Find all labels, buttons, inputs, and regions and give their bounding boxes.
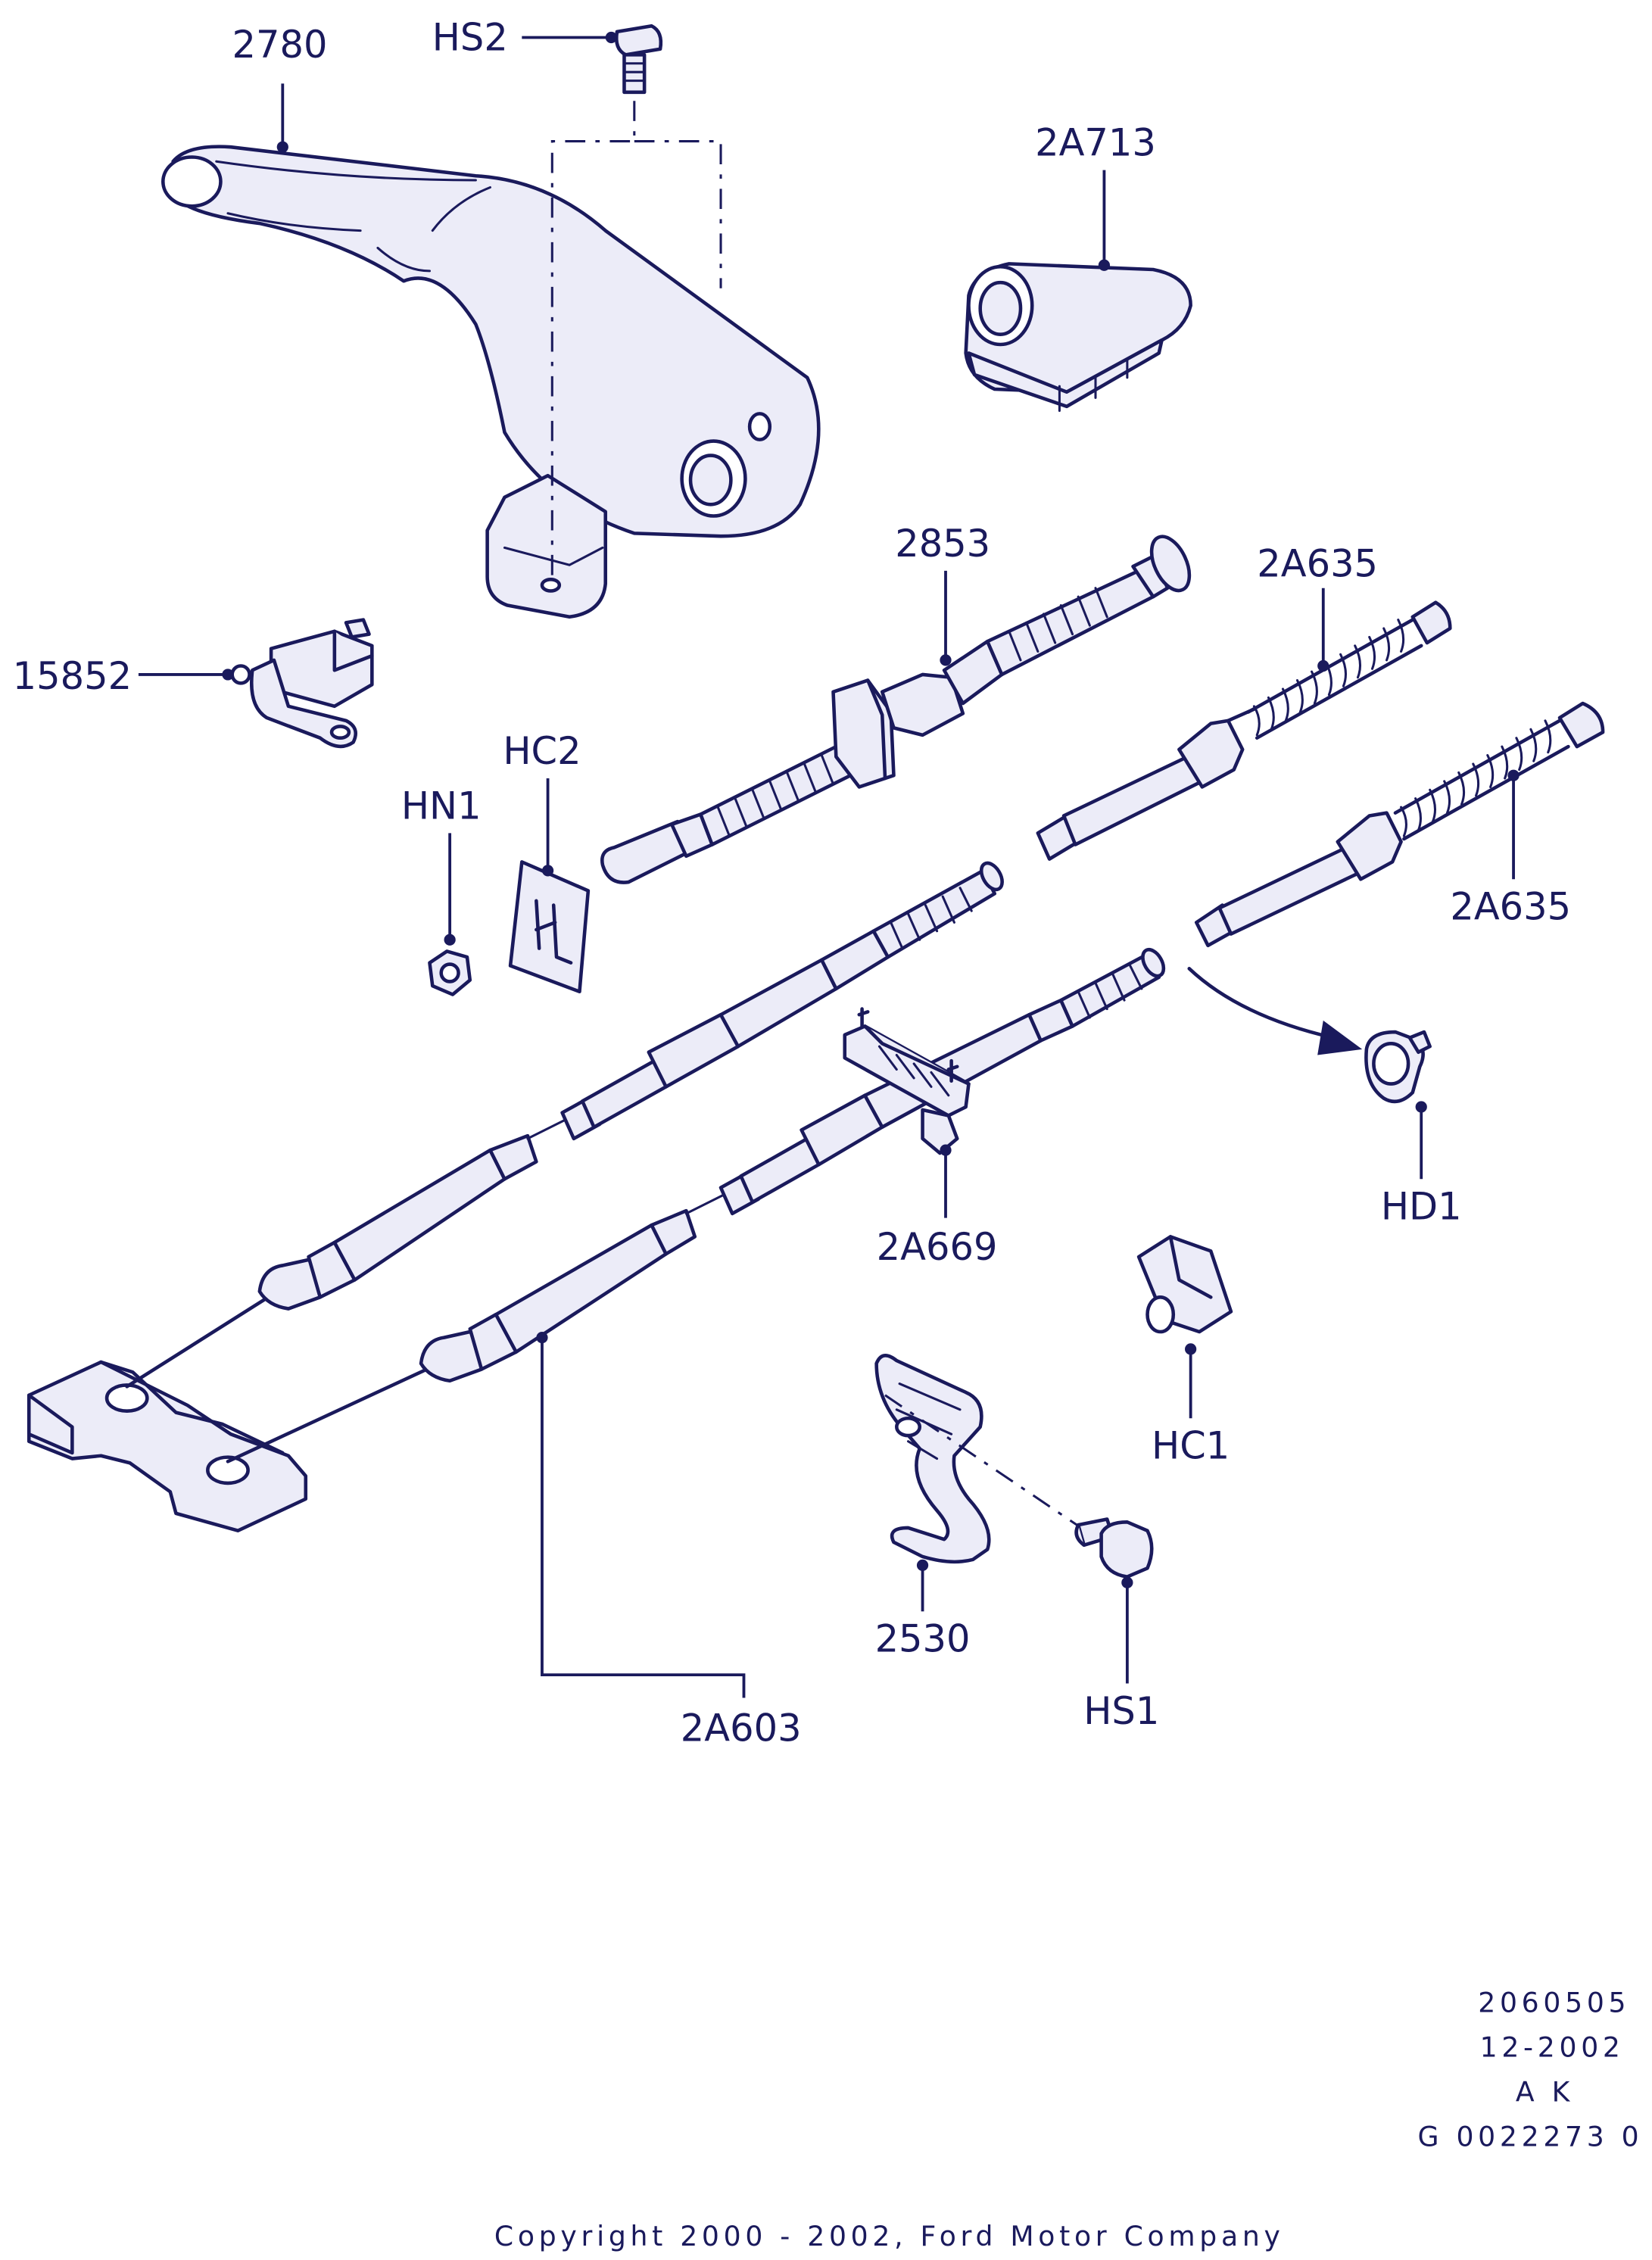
footer: 2060505 12-2002 A K G 0022273 0 Copyrigh… [494,1987,1644,2252]
label-2a669: 2A669 [877,1225,998,1269]
label-15852: 15852 [13,654,132,698]
warning-switch [230,618,374,749]
label-2a635-upper: 2A635 [1257,541,1378,585]
bolt-hs2 [614,23,663,95]
bracket-2530 [874,1354,991,1564]
ref-initials: A K [1516,2076,1574,2109]
adjuster-rod-2853 [600,535,1192,884]
label-2a603: 2A603 [681,1707,802,1750]
copyright: Copyright 2000 - 2002, Ford Motor Compan… [494,2220,1285,2252]
label-2853: 2853 [895,522,990,566]
label-2530: 2530 [875,1617,971,1661]
handbrake-lever [161,145,821,619]
label-hd1: HD1 [1381,1185,1462,1229]
doc-code: G 0022273 0 [1418,2121,1644,2153]
rear-cable-upper-2A635 [1036,600,1452,861]
label-hc2: HC2 [503,729,581,773]
label-2a713: 2A713 [1035,121,1156,165]
label-hn1: HN1 [401,784,482,828]
leader-lines [138,31,1520,1698]
clip-hc1 [1136,1235,1233,1334]
label-hs1: HS1 [1083,1689,1159,1733]
label-hc1: HC1 [1152,1424,1230,1468]
rear-cable-lower-2A635 [1194,701,1605,948]
callout-labels: 2780 HS2 2A713 2853 2A635 2A635 15852 HC… [13,16,1572,1750]
clip-hc2 [508,860,591,994]
ref-number: 2060505 [1478,1987,1630,2019]
label-2a635-lower: 2A635 [1450,885,1571,929]
ref-date: 12-2002 [1480,2031,1625,2064]
lever-gaiter [964,262,1192,413]
front-cable-2A603 [26,861,1166,1533]
nut-hn1 [428,949,472,996]
retainer-hd1 [1364,1030,1432,1104]
label-hs2: HS2 [432,16,508,60]
bolt-hs1 [1074,1517,1154,1579]
cable-guide-2A669 [843,1007,971,1155]
label-2780: 2780 [232,23,328,67]
